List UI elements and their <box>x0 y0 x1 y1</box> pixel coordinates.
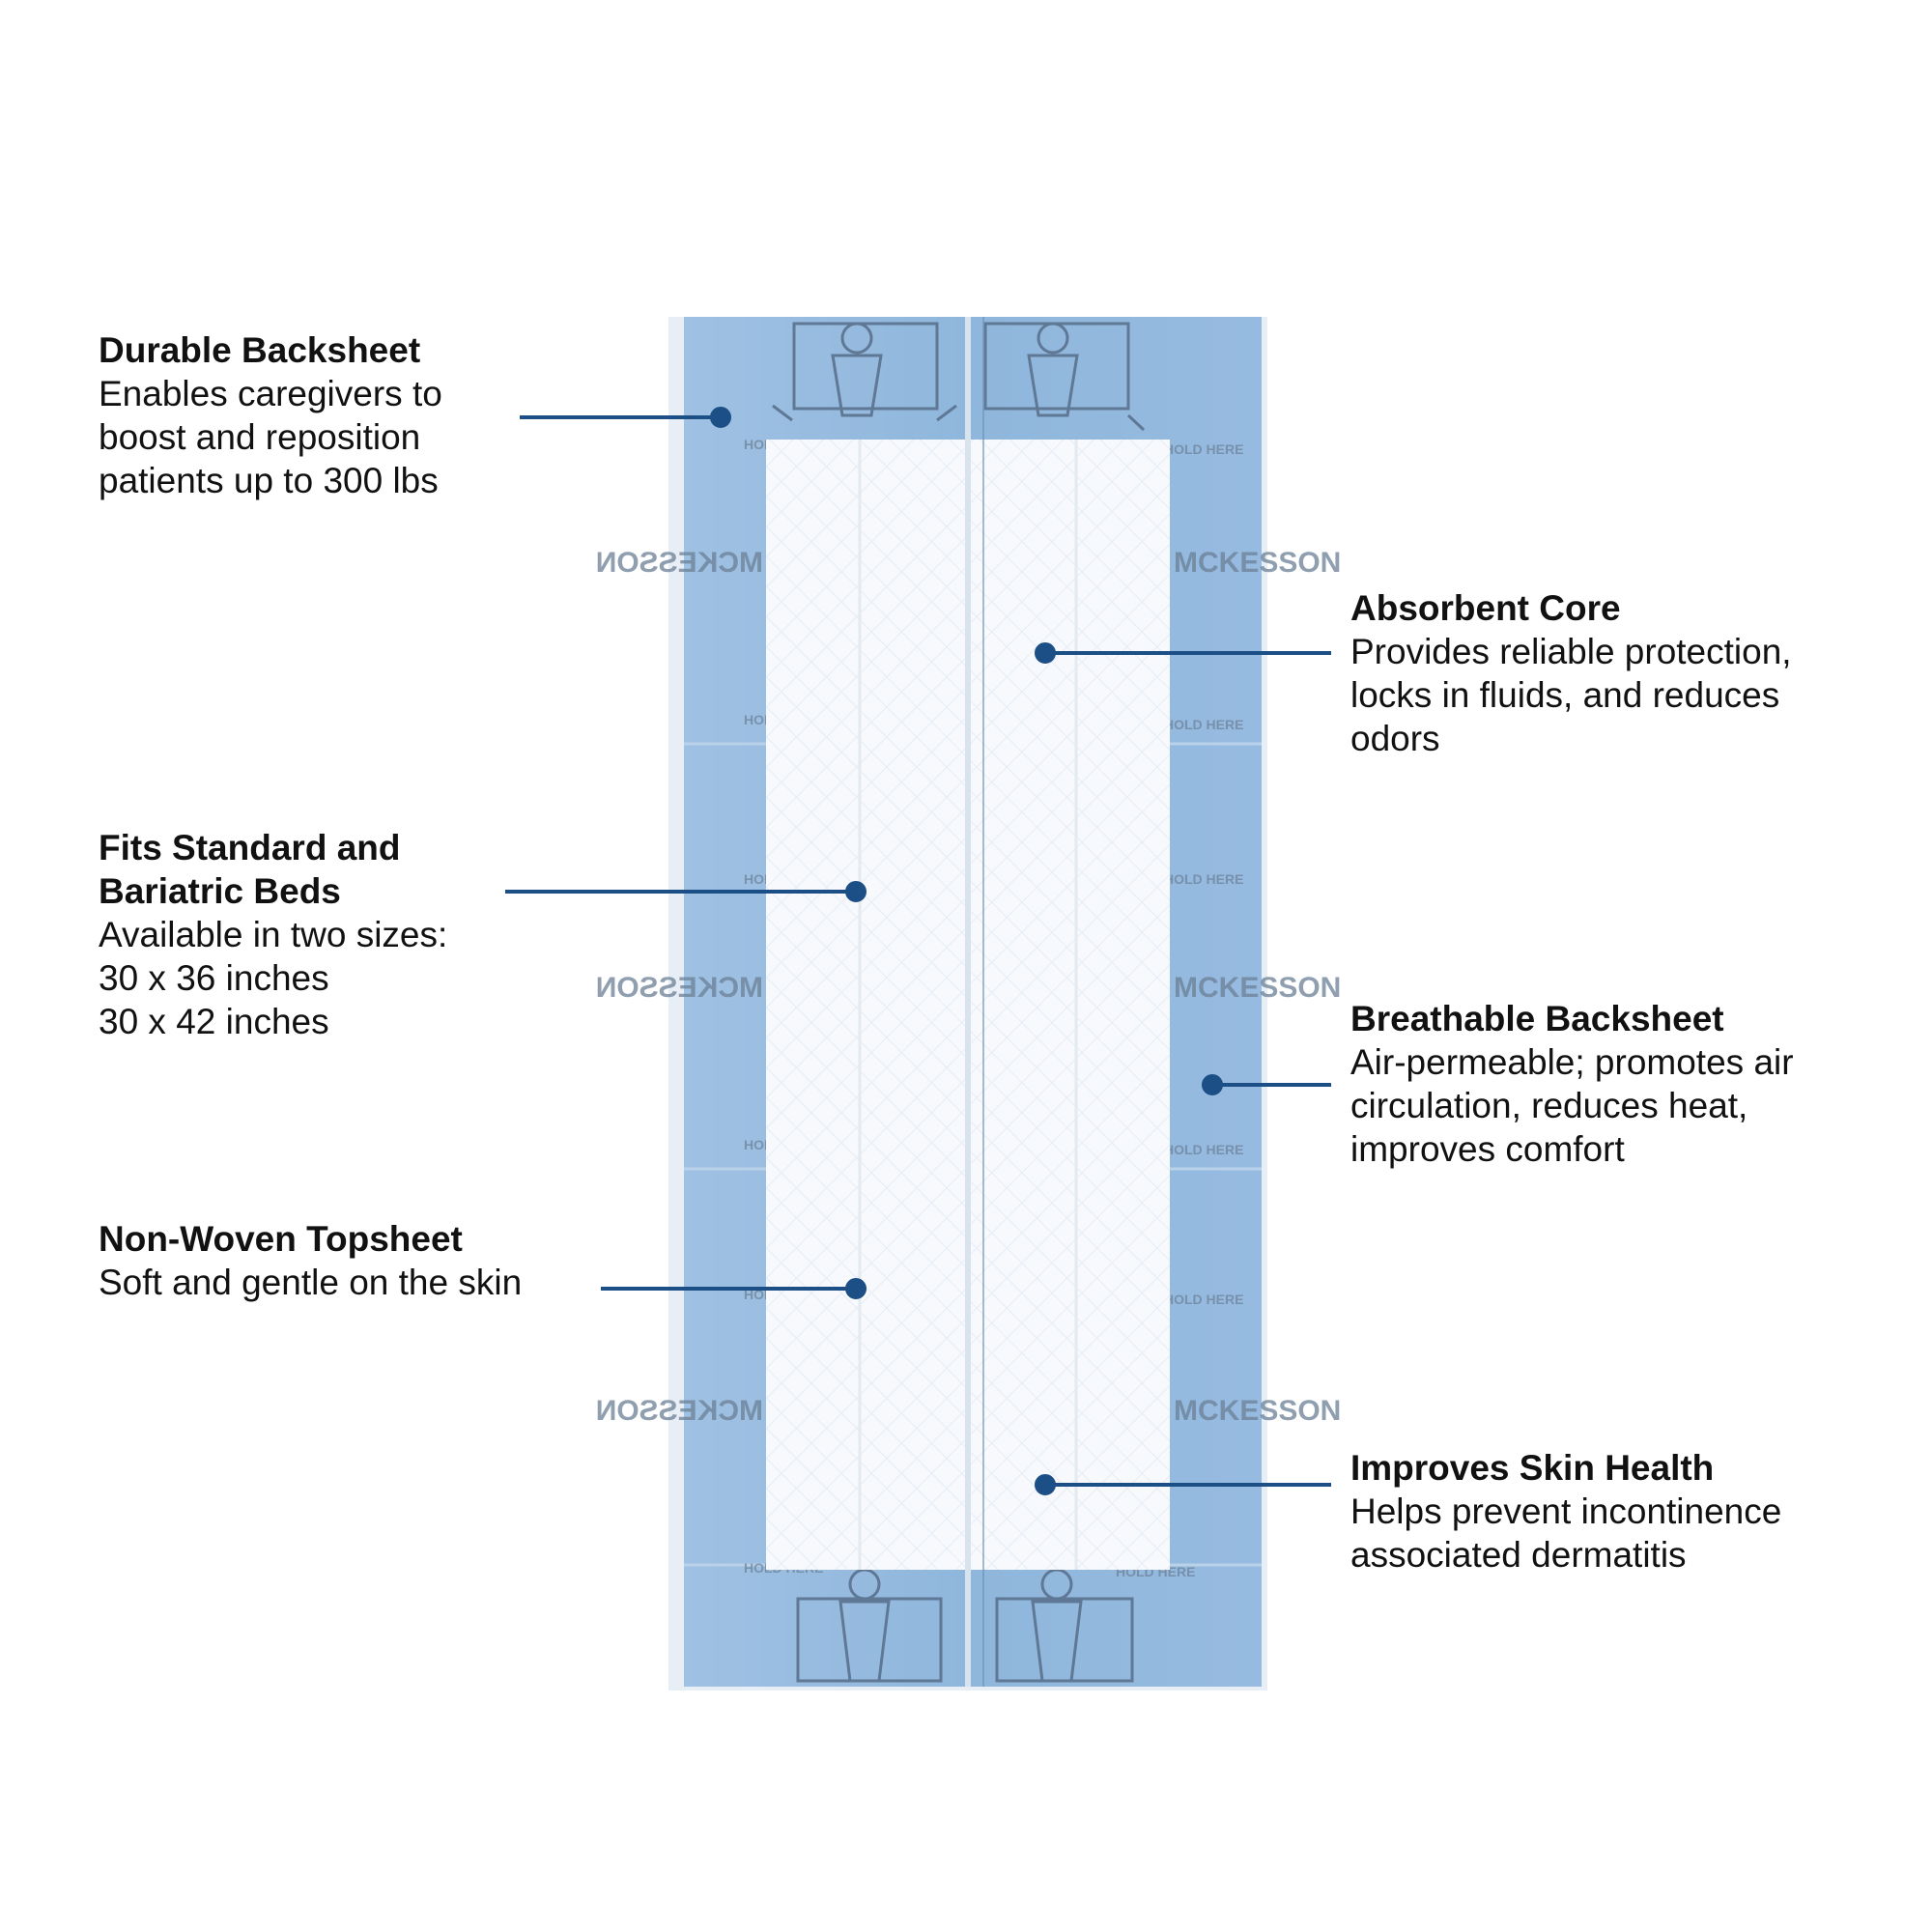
callout-title: Durable Backsheet <box>99 330 421 370</box>
dot-durable-backsheet <box>710 407 731 428</box>
callout-absorbent-core: Absorbent Core Provides reliable protect… <box>1350 586 1792 760</box>
pad-core-channels <box>858 440 1078 1570</box>
svg-text:HOLD HERE: HOLD HERE <box>1164 717 1243 732</box>
callout-durable-backsheet: Durable Backsheet Enables caregivers to … <box>99 328 442 502</box>
dot-breathable <box>1202 1074 1223 1095</box>
dot-absorbent-core <box>1035 642 1056 664</box>
svg-text:MCKESSON: MCKESSON <box>596 1395 763 1427</box>
callout-title: Fits Standard and Bariatric Beds <box>99 828 401 911</box>
callout-title: Improves Skin Health <box>1350 1448 1715 1488</box>
callout-title: Absorbent Core <box>1350 588 1621 628</box>
callout-skin-health: Improves Skin Health Helps prevent incon… <box>1350 1446 1781 1577</box>
callout-description: Helps prevent incontinence associated de… <box>1350 1492 1782 1575</box>
callout-description: Available in two sizes: 30 x 36 inches 3… <box>99 915 448 1041</box>
pad-center-seam <box>965 317 984 1687</box>
callout-description: Enables caregivers to boost and repositi… <box>99 374 442 500</box>
callout-description: Air-permeable; promotes air circulation,… <box>1350 1042 1794 1169</box>
svg-text:MCKESSON: MCKESSON <box>1174 547 1341 579</box>
callout-breathable-backsheet: Breathable Backsheet Air-permeable; prom… <box>1350 997 1794 1171</box>
pad-top-print <box>772 322 1146 432</box>
callout-nonwoven-topsheet: Non-Woven Topsheet Soft and gentle on th… <box>99 1217 522 1304</box>
svg-text:MCKESSON: MCKESSON <box>596 972 763 1004</box>
svg-text:MCKESSON: MCKESSON <box>596 547 763 579</box>
callout-description: Soft and gentle on the skin <box>99 1263 523 1302</box>
callout-fits-beds: Fits Standard and Bariatric Beds Availab… <box>99 826 447 1043</box>
svg-text:HOLD HERE: HOLD HERE <box>1164 871 1243 887</box>
svg-text:MCKESSON: MCKESSON <box>1174 1395 1341 1427</box>
svg-text:HOLD HERE: HOLD HERE <box>1164 441 1243 457</box>
dot-fits-beds <box>845 881 867 902</box>
callout-leaders <box>505 407 1331 1495</box>
dot-nonwoven <box>845 1278 867 1299</box>
pad-brand-print: MCKESSON MCKESSON MCKESSON MCKESSON MCKE… <box>596 547 1342 1427</box>
dot-skin-health <box>1035 1474 1056 1495</box>
callout-title: Breathable Backsheet <box>1350 999 1724 1038</box>
callout-description: Provides reliable protection, locks in f… <box>1350 632 1792 758</box>
svg-text:HOLD HERE: HOLD HERE <box>1164 1142 1243 1157</box>
callout-title: Non-Woven Topsheet <box>99 1219 463 1259</box>
svg-text:HOLD HERE: HOLD HERE <box>1164 1292 1243 1307</box>
svg-text:MCKESSON: MCKESSON <box>1174 972 1341 1004</box>
